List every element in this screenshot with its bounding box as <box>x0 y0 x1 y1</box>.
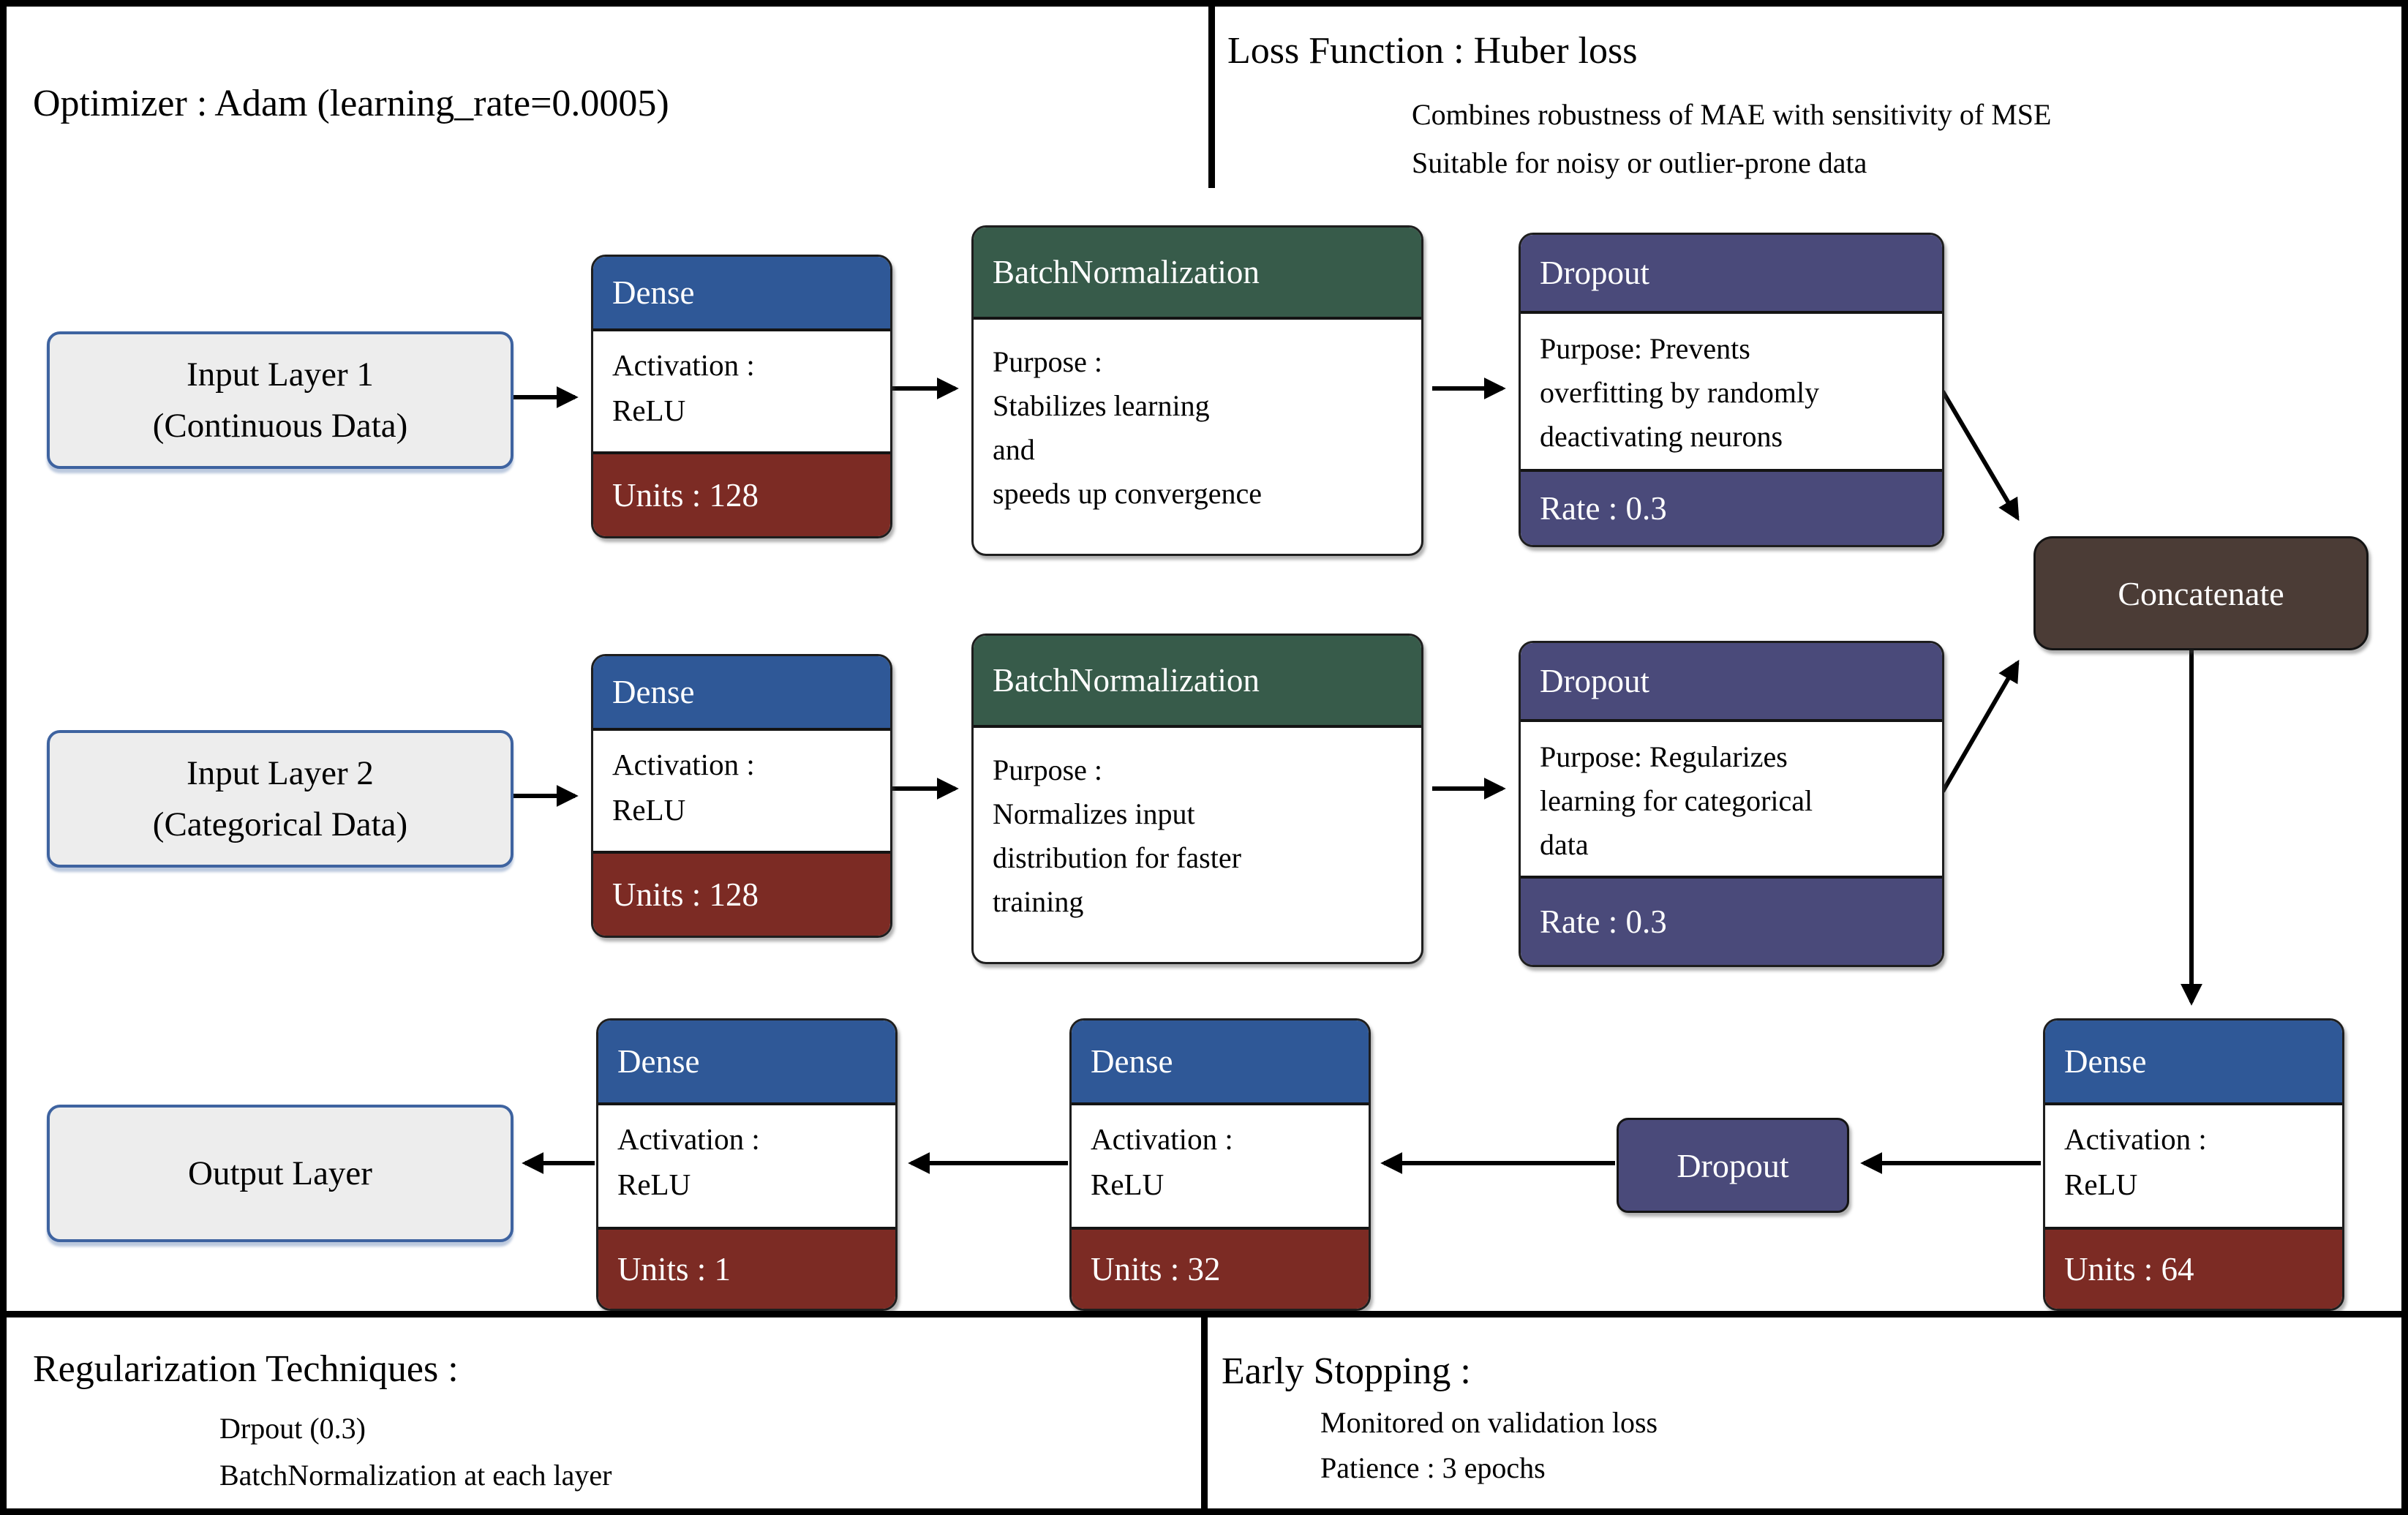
dense-1-node-body: Activation : ReLU <box>617 1122 760 1201</box>
dense-32-node-footer: Units : 32 <box>1072 1227 1369 1309</box>
top-band-divider <box>0 0 2408 7</box>
dense-32-node-header: Dense <box>1072 1020 1369 1105</box>
early-stopping-line-2: Patience : 3 epochs <box>1320 1451 1546 1484</box>
input-layer-1-label-line1: Input Layer 1 <box>187 355 374 394</box>
dense-128-node-2-header: Dense <box>593 656 890 731</box>
batchnorm-node-1-header: BatchNormalization <box>974 228 1421 320</box>
bottom-band-vertical-divider <box>1201 1311 1208 1515</box>
dropout-node-2-body: Purpose: Regularizes learning for catego… <box>1540 740 1813 861</box>
output-layer-label: Output Layer <box>188 1154 372 1192</box>
input-layer-1-label-line2: (Continuous Data) <box>152 407 408 445</box>
dropout-node-2: Dropout Purpose: Regularizes learning fo… <box>1519 641 1944 967</box>
dense-32-node: Dense Activation : ReLU Units : 32 <box>1069 1018 1371 1311</box>
optimizer-title: Optimizer : Adam (learning_rate=0.0005) <box>33 83 669 124</box>
dropout-node-2-header: Dropout <box>1521 643 1942 722</box>
batchnorm-node-2-header: BatchNormalization <box>974 636 1421 728</box>
dense-128-node-2: Dense Activation : ReLU Units : 128 <box>591 654 892 938</box>
regularization-title: Regularization Techniques : <box>33 1348 459 1390</box>
regularization-line-1: Drpout (0.3) <box>219 1412 366 1445</box>
dropout-node-1-body: Purpose: Prevents overfitting by randoml… <box>1540 332 1820 453</box>
input-layer-1-node: Input Layer 1 (Continuous Data) <box>47 331 513 469</box>
dense-1-node: Dense Activation : ReLU Units : 1 <box>596 1018 898 1311</box>
early-stopping-line-1: Monitored on validation loss <box>1320 1406 1658 1439</box>
batchnorm-node-1-body: Purpose : Stabilizes learning and speeds… <box>993 345 1263 510</box>
early-stopping-title: Early Stopping : <box>1222 1350 1471 1392</box>
input-layer-2-node: Input Layer 2 (Categorical Data) <box>47 730 513 868</box>
loss-line-2: Suitable for noisy or outlier-prone data <box>1412 146 1867 179</box>
loss-title: Loss Function : Huber loss <box>1227 30 1638 72</box>
output-layer-node: Output Layer <box>47 1105 513 1242</box>
dense-128-node-1-footer: Units : 128 <box>593 451 890 536</box>
dense-64-node-footer: Units : 64 <box>2045 1227 2342 1309</box>
dense-32-node-body: Activation : ReLU <box>1091 1122 1233 1201</box>
dropout-small-node: Dropout <box>1617 1118 1849 1213</box>
input-layer-2-label-line1: Input Layer 2 <box>187 753 374 792</box>
loss-line-1: Combines robustness of MAE with sensitiv… <box>1412 98 2052 131</box>
dense-128-node-1-header: Dense <box>593 257 890 331</box>
regularization-line-2: BatchNormalization at each layer <box>219 1459 612 1492</box>
batchnorm-node-2: BatchNormalization Purpose : Normalizes … <box>971 634 1423 964</box>
top-band-vertical-divider <box>1208 0 1215 188</box>
batchnorm-node-2-body: Purpose : Normalizes input distribution … <box>993 753 1241 918</box>
batchnorm-node-1: BatchNormalization Purpose : Stabilizes … <box>971 225 1423 556</box>
dropout-node-1-footer: Rate : 0.3 <box>1521 469 1942 545</box>
input-layer-2-label-line2: (Categorical Data) <box>152 805 408 843</box>
dense-64-node-body: Activation : ReLU <box>2064 1122 2207 1201</box>
dropout-node-1-header: Dropout <box>1521 235 1942 314</box>
dense-64-node: Dense Activation : ReLU Units : 64 <box>2043 1018 2344 1311</box>
dense-128-node-2-footer: Units : 128 <box>593 851 890 936</box>
dense-1-node-footer: Units : 1 <box>598 1227 895 1309</box>
dense-64-node-header: Dense <box>2045 1020 2342 1105</box>
dropout-node-1: Dropout Purpose: Prevents overfitting by… <box>1519 233 1944 547</box>
dropout-node-2-footer: Rate : 0.3 <box>1521 876 1942 965</box>
dense-128-node-2-body: Activation : ReLU <box>612 748 755 827</box>
dense-128-node-1: Dense Activation : ReLU Units : 128 <box>591 255 892 538</box>
concatenate-node: Concatenate <box>2033 536 2369 650</box>
dense-1-node-header: Dense <box>598 1020 895 1105</box>
dense-128-node-1-body: Activation : ReLU <box>612 348 755 427</box>
